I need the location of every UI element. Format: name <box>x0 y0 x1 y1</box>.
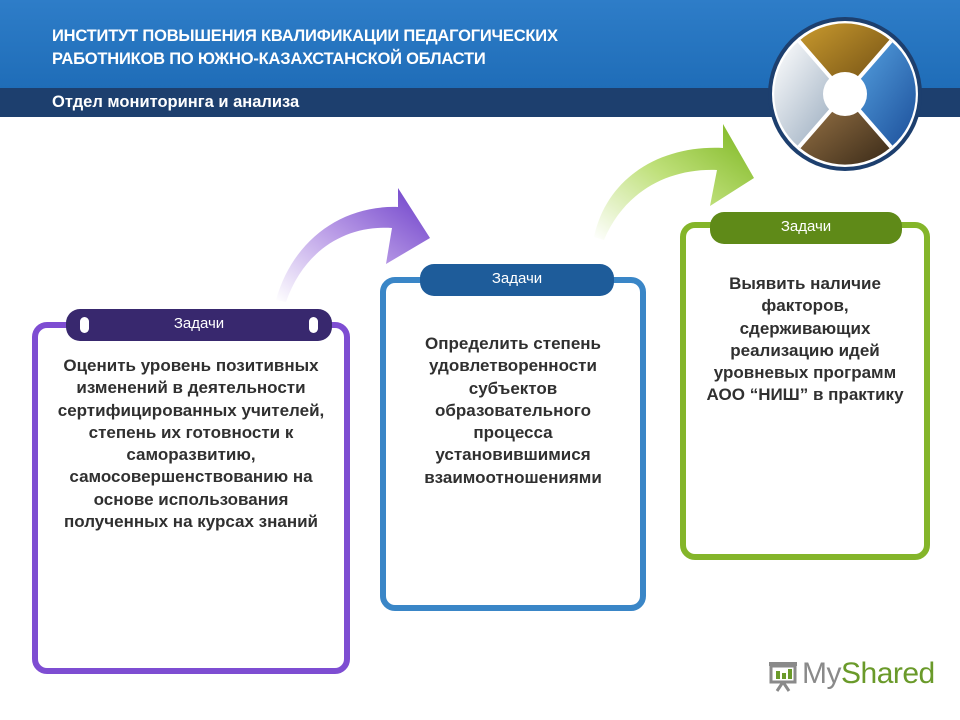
task-label-pill-3: Задачи <box>710 212 902 244</box>
task-text-3-content: Выявить наличие факторов, сдерживающих р… <box>706 274 904 405</box>
department-subtitle: Отдел мониторинга и анализа <box>52 93 300 111</box>
task-text-1: Оценить уровень позитивных изменений в д… <box>32 355 350 533</box>
brand-wordmark: MyShared <box>802 657 935 691</box>
task-text-3: Выявить наличие факторов, сдерживающих р… <box>680 273 930 407</box>
pill-dot-right <box>309 317 318 333</box>
myshared-brand: MyShared <box>766 655 935 695</box>
task-text-2: Определить степень удовлетворенности суб… <box>380 333 646 489</box>
task-card-1 <box>32 322 350 674</box>
title-line-2: РАБОТНИКОВ ПО ЮЖНО-КАЗАХСТАНСКОЙ ОБЛАСТИ <box>52 50 486 68</box>
page-title: ИНСТИТУТ ПОВЫШЕНИЯ КВАЛИФИКАЦИИ ПЕДАГОГИ… <box>52 25 672 71</box>
task-label-1: Задачи <box>173 315 225 332</box>
task-label-pill-2: Задачи <box>420 264 614 296</box>
pill-dot-left <box>80 317 89 333</box>
task-label-pill-1: Задачи <box>66 309 332 341</box>
presentation-board-icon <box>769 662 797 692</box>
brand-my: My <box>802 657 842 690</box>
photo-collage-wheel-icon <box>768 17 922 171</box>
task-label-3: Задачи <box>780 218 832 235</box>
task-card-3 <box>680 222 930 560</box>
task-text-2-content: Определить степень удовлетворенности суб… <box>424 334 602 487</box>
task-text-1-content: Оценить уровень позитивных изменений в д… <box>57 356 325 532</box>
task-label-2: Задачи <box>491 270 543 287</box>
title-line-1: ИНСТИТУТ ПОВЫШЕНИЯ КВАЛИФИКАЦИИ ПЕДАГОГИ… <box>52 27 558 45</box>
brand-shared: Shared <box>841 657 935 690</box>
